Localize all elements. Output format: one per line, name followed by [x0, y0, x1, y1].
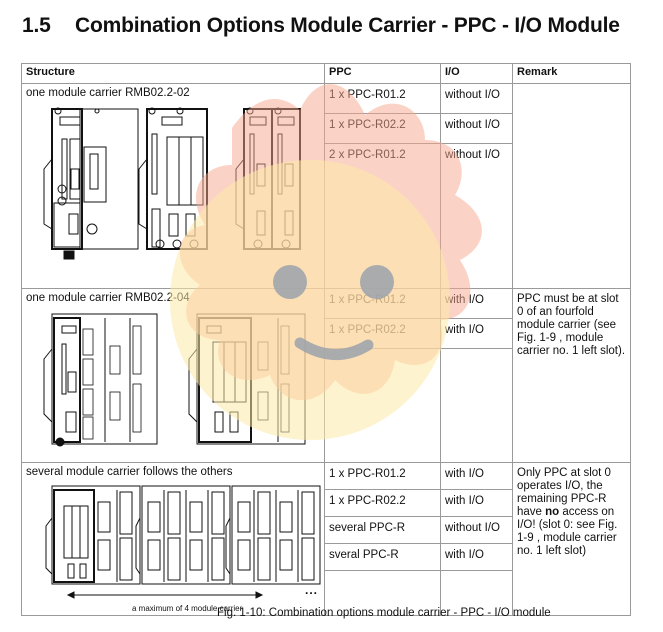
table-row: one module carrier RMB02.2-02 — [21, 83, 631, 289]
remark-text-part: access on I/O! (slot 0: see Fig. 1-9 , m… — [517, 506, 618, 557]
remark-cell: PPC must be at slot 0 of an fourfold mod… — [512, 288, 631, 463]
module-carrier-2x-ppc-r01 — [235, 107, 301, 250]
io-option: with I/O — [441, 490, 512, 517]
io-option: with I/O — [441, 463, 512, 490]
ppc-option: sveral PPC-R — [325, 544, 440, 571]
section-title: Combination Options Module Carrier - PPC… — [75, 14, 620, 37]
ppc-empty-subcell — [325, 571, 440, 576]
figure-rmb02-2-02 — [43, 107, 301, 260]
chained-module-carriers — [45, 485, 321, 599]
header-remark: Remark — [512, 63, 631, 84]
ppc-option: 1 x PPC-R02.2 — [325, 319, 440, 349]
io-empty-subcell — [441, 349, 512, 354]
ppc-cell: 1 x PPC-R01.2 1 x PPC-R02.2 2 x PPC-R01.… — [324, 83, 441, 289]
structure-cell: one module carrier RMB02.2-02 — [21, 83, 325, 289]
figure-rmb02-2-04 — [43, 313, 306, 447]
io-option: without I/O — [441, 114, 512, 144]
io-option: without I/O — [441, 84, 512, 114]
remark-text-part: Only PPC at slot 0 operates I/O, the rem… — [517, 467, 611, 518]
section-heading: 1.5 Combination Options Module Carrier - … — [22, 14, 620, 38]
io-option: with I/O — [441, 544, 512, 571]
structure-label: several module carrier follows the other… — [26, 466, 233, 478]
io-cell: without I/O without I/O without I/O — [440, 83, 513, 289]
ppc-option: 1 x PPC-R01.2 — [325, 463, 440, 490]
module-carrier-ppc-r02-with-io-modules — [188, 313, 306, 445]
table-row: several module carrier follows the other… — [21, 462, 631, 616]
figure-caption: Fig. 1-10: Combination options module ca… — [217, 607, 551, 619]
structure-label: one module carrier RMB02.2-02 — [26, 87, 190, 99]
io-option: without I/O — [445, 149, 500, 161]
structure-cell: several module carrier follows the other… — [21, 462, 325, 616]
module-carrier-ppc-io-module — [43, 107, 139, 260]
header-structure: Structure — [21, 63, 325, 84]
io-option: without I/O — [441, 517, 512, 544]
figure-chained-carriers — [45, 485, 321, 599]
table-header-row: Structure PPC I/O Remark — [21, 63, 631, 84]
header-ppc: PPC — [324, 63, 441, 84]
io-empty-subcell — [441, 571, 512, 576]
remark-text: PPC must be at slot 0 of an fourfold mod… — [517, 293, 626, 357]
ppc-option: 1 x PPC-R01.2 — [325, 289, 440, 319]
ppc-option: 1 x PPC-R02.2 — [325, 490, 440, 517]
ppc-option: several PPC-R — [325, 517, 440, 544]
remark-cell — [512, 83, 631, 289]
ppc-option: 1 x PPC-R01.2 — [325, 84, 440, 114]
io-cell: with I/O with I/O — [440, 288, 513, 463]
remark-text: Only PPC at slot 0 operates I/O, the rem… — [513, 463, 630, 558]
combination-options-table: Structure PPC I/O Remark one module carr… — [21, 63, 631, 616]
table-row: one module carrier RMB02.2-04 — [21, 288, 631, 463]
io-option: with I/O — [441, 289, 512, 319]
module-carrier-ppc-r02 — [138, 107, 208, 250]
header-io: I/O — [440, 63, 513, 84]
structure-label: one module carrier RMB02.2-04 — [26, 292, 190, 304]
structure-cell: one module carrier RMB02.2-04 — [21, 288, 325, 463]
io-cell: with I/O with I/O without I/O with I/O — [440, 462, 513, 616]
ppc-option: 2 x PPC-R01.2 — [329, 149, 406, 161]
remark-emphasis: no — [545, 506, 560, 518]
ppc-cell: 1 x PPC-R01.2 1 x PPC-R02.2 several PPC-… — [324, 462, 441, 616]
continuation-dots: ... — [305, 583, 319, 597]
ppc-cell: 1 x PPC-R01.2 1 x PPC-R02.2 — [324, 288, 441, 463]
module-carrier-ppc-with-io-modules — [43, 313, 158, 447]
section-number: 1.5 — [22, 14, 51, 37]
ppc-empty-subcell — [325, 349, 440, 354]
ppc-option: 1 x PPC-R02.2 — [325, 114, 440, 144]
io-option: with I/O — [441, 319, 512, 349]
max-carriers-annotation: a maximum of 4 module carrier — [132, 604, 243, 613]
remark-cell: Only PPC at slot 0 operates I/O, the rem… — [512, 462, 631, 616]
remark-text — [513, 84, 630, 88]
